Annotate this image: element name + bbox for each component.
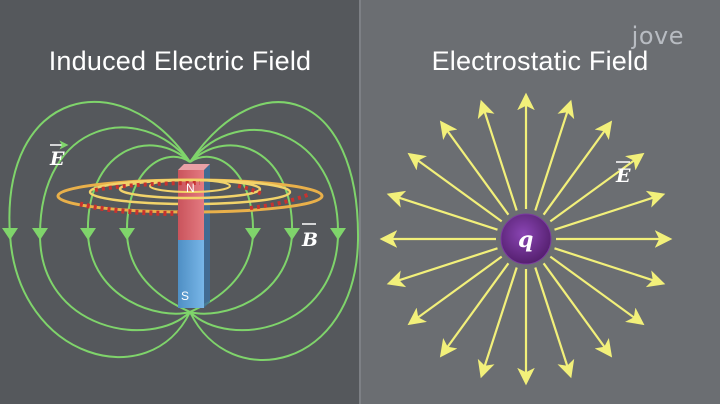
right-e-label: E <box>615 165 631 187</box>
magnet-north-label: N <box>186 181 195 195</box>
field-arrow <box>386 247 498 288</box>
induced-field-title: Induced Electric Field <box>48 46 312 76</box>
field-arrow <box>554 247 666 288</box>
field-arrow <box>245 228 261 240</box>
electrostatic-field-title: Electrostatic Field <box>431 46 649 76</box>
field-arrow <box>477 99 518 211</box>
field-arrow <box>407 152 503 223</box>
field-arrow <box>549 152 645 223</box>
b-vector-label: B <box>301 223 318 251</box>
field-arrow <box>542 120 613 216</box>
field-arrow <box>2 228 18 240</box>
field-ring <box>149 179 231 193</box>
induced-field-rings <box>56 178 324 216</box>
field-arrow <box>439 262 510 358</box>
field-arrow <box>477 267 518 379</box>
field-arrow <box>439 120 510 216</box>
panel-divider <box>359 0 361 404</box>
magnetic-field-arrows <box>2 228 346 240</box>
field-arrow <box>32 228 48 240</box>
field-ring-red-dots <box>237 184 263 196</box>
field-arrow <box>386 190 498 231</box>
field-arrow <box>119 228 135 240</box>
field-line <box>86 144 191 315</box>
jove-logo: jove <box>631 22 684 50</box>
field-line <box>189 101 360 361</box>
field-arrow <box>534 99 575 211</box>
magnet-south-label: S <box>181 289 189 303</box>
right-e-vector-label: E <box>615 161 631 187</box>
field-arrow <box>554 190 666 231</box>
field-arrow <box>534 267 575 379</box>
field-ring-red-dots <box>79 201 201 216</box>
point-charge: q <box>500 213 552 265</box>
charge-label: q <box>518 227 533 253</box>
magnet-south-pole <box>178 240 204 308</box>
magnet-top <box>178 164 210 170</box>
field-arrow <box>407 255 503 326</box>
electrostatic-field-lines <box>379 92 673 386</box>
left-e-vector-label: E <box>49 140 69 170</box>
field-arrow <box>542 262 613 358</box>
left-e-label: E <box>49 148 65 170</box>
b-label: B <box>301 229 318 251</box>
field-arrow <box>549 255 645 326</box>
field-arrow <box>80 228 96 240</box>
field-ring-red-dots <box>249 192 311 210</box>
field-arrow <box>284 228 300 240</box>
magnet-north-front <box>178 200 204 240</box>
magnet-side <box>204 164 210 308</box>
field-arrow <box>330 228 346 240</box>
